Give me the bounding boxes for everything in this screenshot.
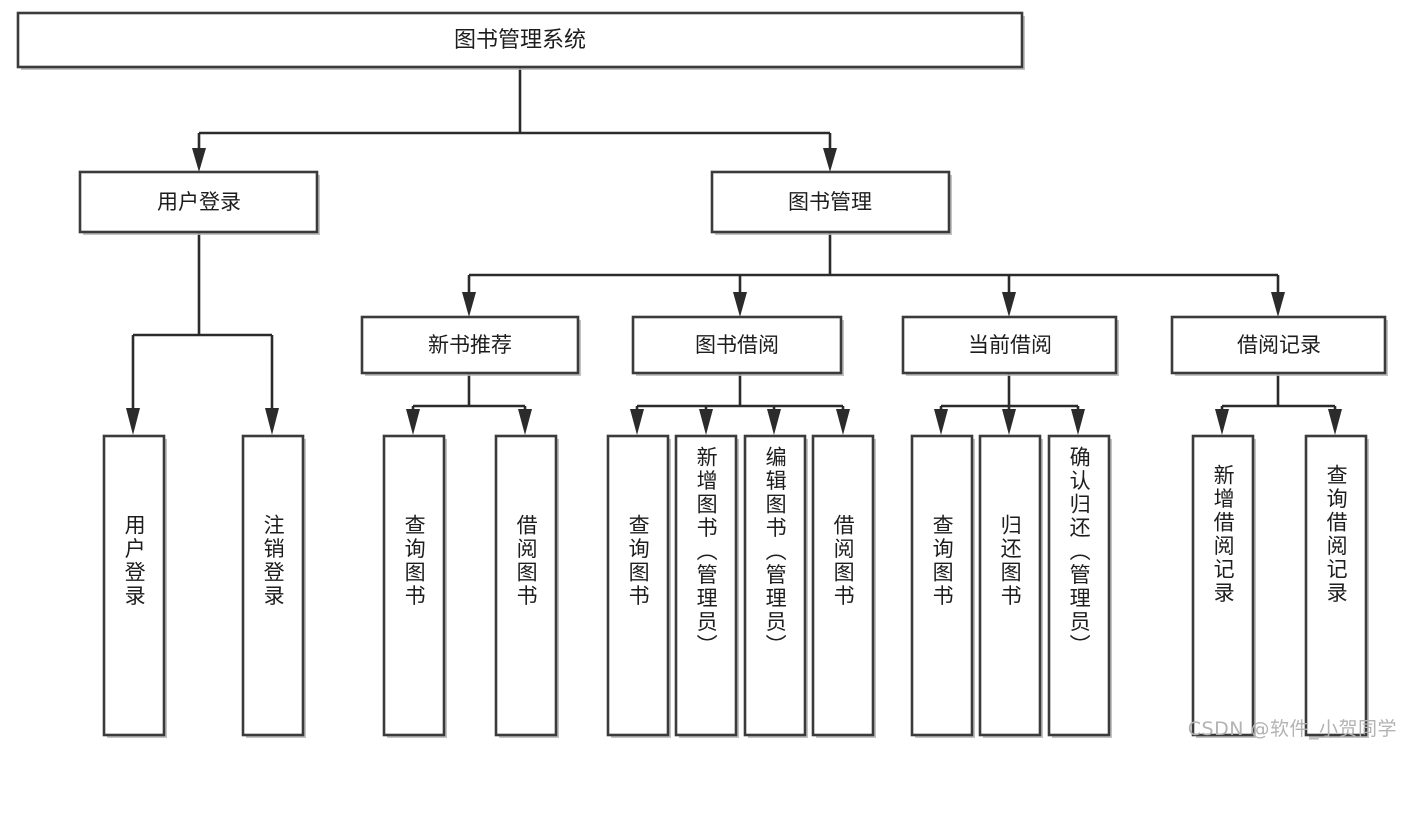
- node-layer: 图书管理系统 用户登录 图书管理 新书推荐 图书借阅 当前借阅 借阅记录: [16, 11, 1388, 738]
- arrow-head-borrowrecord-leaf-1: [1215, 409, 1229, 435]
- arrow-head-bookborrow-leaf-1: [630, 409, 644, 435]
- level3-node-box-current-borrow[interactable]: [901, 315, 1118, 375]
- arrow-head-leaf-logout: [265, 408, 279, 435]
- level3-node-box-borrow-record[interactable]: [1170, 315, 1387, 375]
- arrow-head-bookborrow-leaf-3: [767, 409, 781, 435]
- level3-node-label-new-book-rec: 新书推荐: [428, 333, 512, 357]
- leaf-box-bookborrow-add[interactable]: [674, 434, 738, 737]
- arrow-head-newbook-leaf-1: [406, 409, 420, 435]
- connector-layer: [126, 67, 1342, 435]
- arrow-head-currentborrow-leaf-3: [1071, 409, 1085, 435]
- level2-node-box-book-mgmt[interactable]: [710, 170, 951, 234]
- leaf-box-bookborrow-edit[interactable]: [743, 434, 807, 737]
- arrow-head-current-borrow: [1002, 292, 1016, 317]
- level3-node-box-book-borrow[interactable]: [631, 315, 843, 375]
- arrow-head-bookborrow-leaf-4: [836, 409, 850, 435]
- level3-node-label-book-borrow: 图书借阅: [695, 333, 779, 357]
- leaf-box-logout[interactable]: [241, 434, 305, 737]
- arrow-head-currentborrow-leaf-1: [934, 409, 948, 435]
- leaf-box-currentborrow-return[interactable]: [978, 434, 1042, 737]
- diagram-canvas: 图书管理系统 用户登录 图书管理 新书推荐 图书借阅 当前借阅 借阅记录: [16, 11, 1397, 740]
- level2-node-box-user-login[interactable]: [78, 170, 319, 234]
- arrow-head-borrowrecord-leaf-2: [1328, 409, 1342, 435]
- root-node-label: 图书管理系统: [454, 28, 586, 53]
- level3-node-box-new-book-rec[interactable]: [360, 315, 580, 375]
- leaf-box-currentborrow-query[interactable]: [910, 434, 974, 737]
- leaf-box-bookborrow-borrow[interactable]: [811, 434, 875, 737]
- leaf-box-borrowrecord-add[interactable]: [1191, 434, 1255, 737]
- flowchart-svg: 图书管理系统 用户登录 图书管理 新书推荐 图书借阅 当前借阅 借阅记录: [16, 11, 1388, 738]
- level3-node-label-current-borrow: 当前借阅: [968, 333, 1052, 357]
- leaf-box-newbook-borrow[interactable]: [494, 434, 558, 737]
- level3-node-label-borrow-record: 借阅记录: [1237, 333, 1321, 357]
- arrow-head-leaf-user-login: [126, 408, 140, 435]
- level2-node-label-user-login: 用户登录: [157, 190, 241, 214]
- arrow-head-user-login: [192, 148, 206, 172]
- arrow-head-book-borrow: [733, 292, 747, 317]
- leaf-box-newbook-query[interactable]: [382, 434, 446, 737]
- arrow-head-new-book-rec: [462, 292, 476, 317]
- leaf-box-currentborrow-confirm[interactable]: [1047, 434, 1111, 737]
- leaf-box-user-login[interactable]: [102, 434, 166, 737]
- arrow-head-currentborrow-leaf-2: [1002, 409, 1016, 435]
- arrow-head-borrow-record: [1271, 292, 1285, 317]
- arrow-head-bookborrow-leaf-2: [699, 409, 713, 435]
- arrow-head-book-mgmt: [823, 148, 837, 172]
- root-node-box[interactable]: [16, 11, 1024, 69]
- leaf-box-borrowrecord-query[interactable]: [1304, 434, 1368, 737]
- watermark-text: CSDN @软件_小贺同学: [1187, 718, 1397, 740]
- level2-node-label-book-mgmt: 图书管理: [788, 190, 872, 214]
- arrow-head-newbook-leaf-2: [518, 409, 532, 435]
- leaf-box-bookborrow-query[interactable]: [606, 434, 670, 737]
